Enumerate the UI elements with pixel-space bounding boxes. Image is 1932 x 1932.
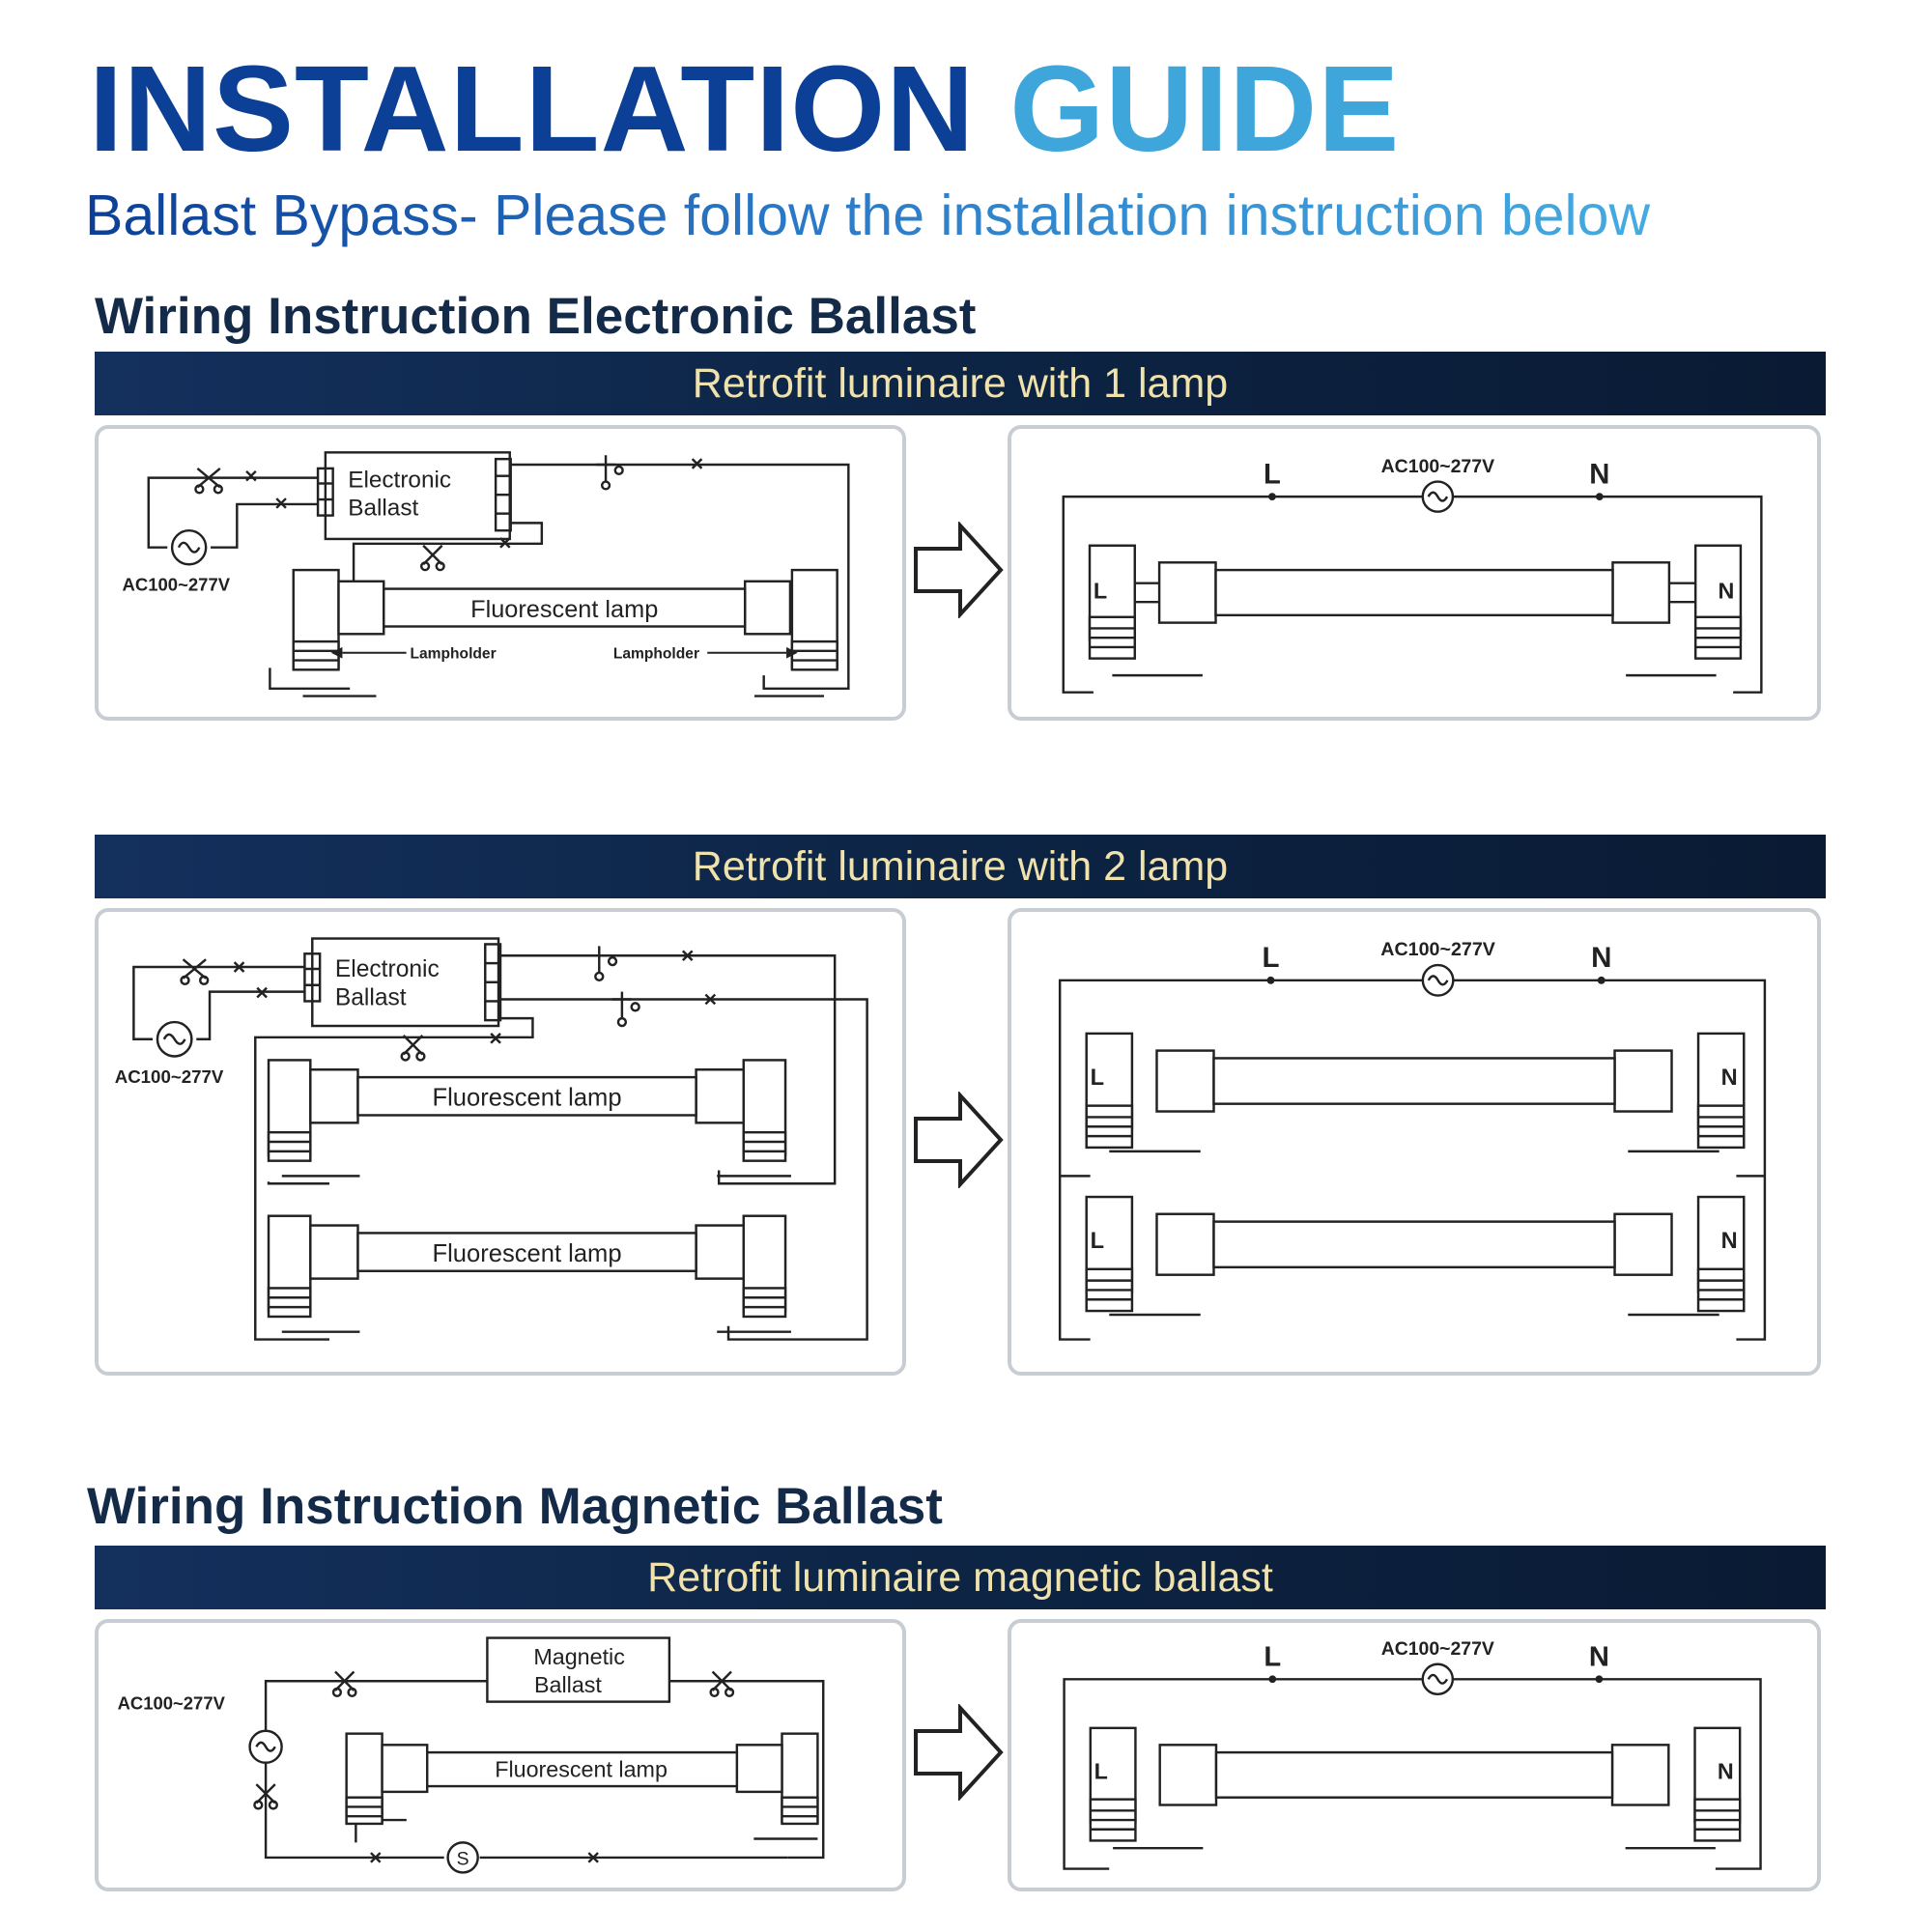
banner-magnetic: Retrofit luminaire magnetic ballast (95, 1546, 1826, 1609)
voltage-label: AC100~277V (1380, 939, 1495, 960)
lamp-tube (292, 568, 838, 697)
diagram-magnetic-after: L N L N AC100~277V (1008, 1619, 1821, 1891)
neutral-label: N (1589, 1642, 1609, 1673)
ballast-label-2: Ballast (335, 984, 407, 1010)
live-label: L (1262, 942, 1279, 974)
lampholder-label-right: Lampholder (613, 646, 699, 663)
voltage-label: AC100~277V (1381, 456, 1494, 477)
wiring-1lamp-before-svg: Electronic Ballast AC100~277V Fluorescen… (123, 451, 850, 697)
lamp-label: Fluorescent lamp (495, 1756, 668, 1781)
voltage-label: AC100~277V (115, 1066, 224, 1087)
ballast-label-1: Magnetic (533, 1644, 625, 1669)
wiring-2lamp-before-svg: Electronic Ballast AC100~277V Fluorescen… (115, 937, 868, 1341)
diagram-magnetic-before: Magnetic Ballast AC100~277V Fluorescent … (95, 1619, 906, 1891)
lamp-label-1: Fluorescent lamp (433, 1085, 622, 1112)
banner-two-lamp: Retrofit luminaire with 2 lamp (95, 835, 1826, 898)
title-part-1: INSTALLATION (89, 41, 976, 177)
diagram-2lamp-after: L N L N L N AC100~277V (1008, 908, 1821, 1376)
live-terminal-label-1: L (1091, 1065, 1104, 1091)
page-subtitle: Ballast Bypass- Please follow the instal… (85, 184, 1651, 247)
live-label: L (1264, 459, 1281, 490)
arrow-right-icon (914, 1092, 1004, 1188)
wiring-2lamp-after-svg: L N L N L N AC100~277V (1058, 939, 1767, 1341)
ballast-label-1: Electronic (335, 956, 440, 982)
diagram-1lamp-before: Electronic Ballast AC100~277V Fluorescen… (95, 425, 906, 721)
live-label: L (1264, 1642, 1281, 1673)
lamp-label: Fluorescent lamp (470, 596, 658, 623)
lamp-label-2: Fluorescent lamp (433, 1240, 622, 1267)
voltage-label: AC100~277V (118, 1692, 226, 1713)
neutral-terminal-label: N (1719, 578, 1735, 603)
lampholder-label-left: Lampholder (411, 646, 497, 663)
magnetic-section-title: Wiring Instruction Magnetic Ballast (87, 1478, 943, 1535)
neutral-label: N (1589, 459, 1609, 490)
voltage-label: AC100~277V (123, 575, 231, 595)
neutral-label: N (1591, 942, 1611, 974)
neutral-terminal-label-1: N (1721, 1065, 1738, 1091)
voltage-label: AC100~277V (1381, 1638, 1494, 1660)
live-terminal-label: L (1094, 1758, 1108, 1783)
ac-source-symbol (170, 528, 208, 566)
switch-symbols (194, 455, 703, 572)
magnetic-ballast-box (486, 1636, 671, 1703)
title-part-2: GUIDE (1009, 41, 1401, 177)
wiring-1lamp-after-svg: L N L N AC100~277V (1062, 456, 1763, 694)
diagram-2lamp-before: Electronic Ballast AC100~277V Fluorescen… (95, 908, 906, 1376)
live-terminal-label: L (1094, 578, 1107, 603)
starter-label: S (457, 1849, 469, 1870)
wiring-magnetic-before-svg: Magnetic Ballast AC100~277V Fluorescent … (118, 1636, 825, 1874)
electronic-section-title: Wiring Instruction Electronic Ballast (95, 288, 977, 345)
live-terminal-label-2: L (1091, 1229, 1104, 1254)
ballast-label-1: Electronic (348, 467, 451, 493)
page-title: INSTALLATION GUIDE (89, 37, 1400, 182)
ballast-label-2: Ballast (534, 1672, 602, 1697)
banner-one-lamp: Retrofit luminaire with 1 lamp (95, 352, 1826, 415)
diagram-1lamp-after: L N L N AC100~277V (1008, 425, 1821, 721)
ballast-label-2: Ballast (348, 496, 418, 522)
arrow-right-icon (914, 1704, 1004, 1801)
neutral-terminal-label-2: N (1721, 1229, 1738, 1254)
wiring-magnetic-after-svg: L N L N AC100~277V (1063, 1638, 1762, 1870)
neutral-terminal-label: N (1718, 1758, 1734, 1783)
arrow-right-icon (914, 522, 1004, 618)
